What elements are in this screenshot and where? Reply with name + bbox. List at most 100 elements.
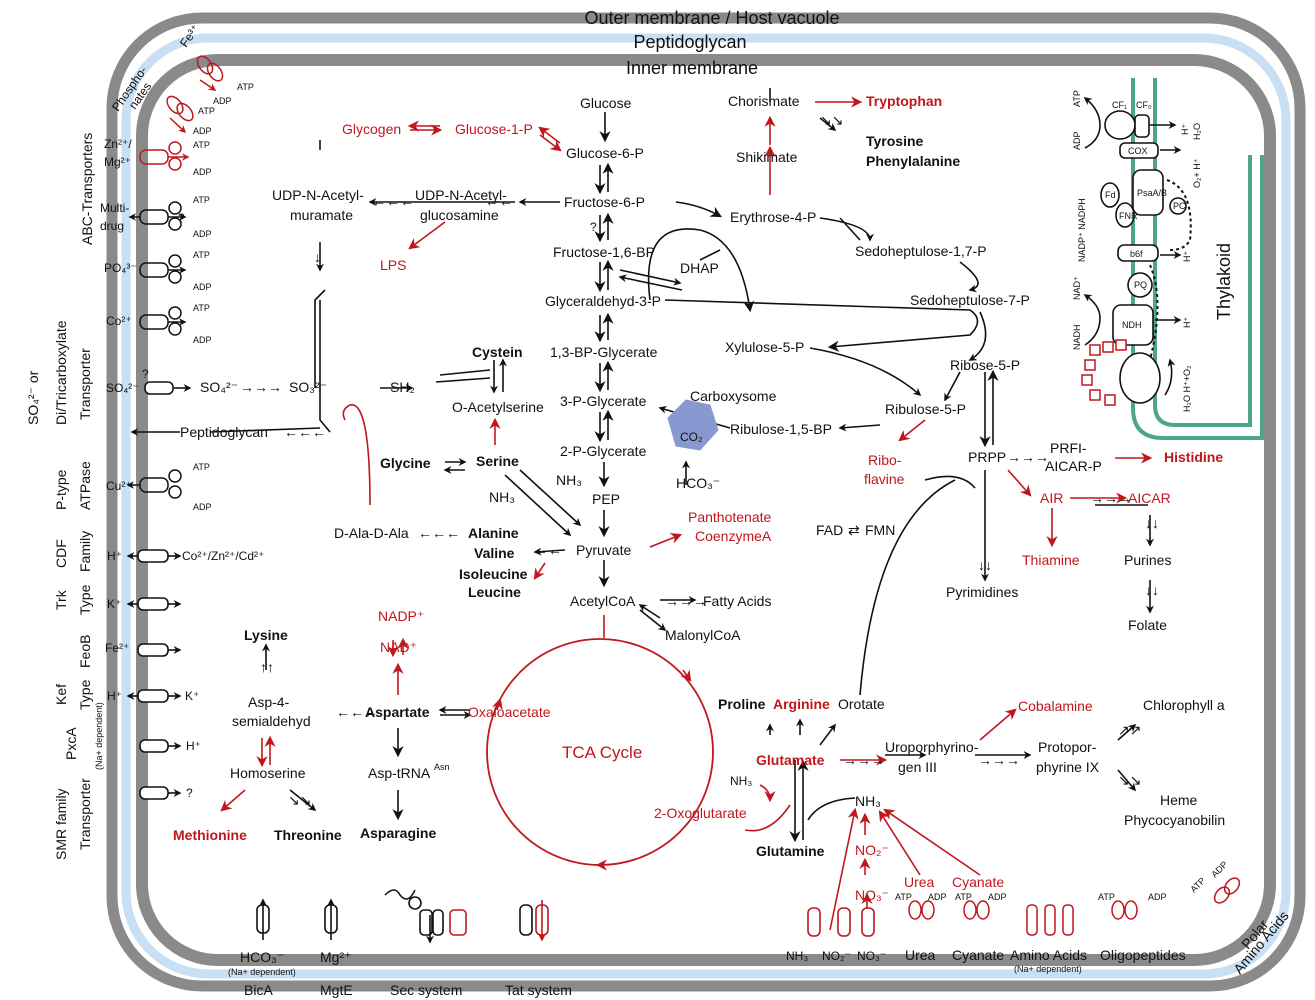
svg-text:Fructose-1,6-BP: Fructose-1,6-BP xyxy=(553,244,655,260)
svg-text:Lysine: Lysine xyxy=(244,627,288,643)
svg-text:H⁺: H⁺ xyxy=(186,739,201,753)
metabolite-labels: Glucose Glucose-6-P Fructose-6-P Fructos… xyxy=(173,93,1225,903)
svg-text:Glycogen: Glycogen xyxy=(342,121,401,137)
svg-text:CoenzymeA: CoenzymeA xyxy=(695,528,772,544)
svg-text:Alanine: Alanine xyxy=(468,525,519,541)
svg-text:Carboxysome: Carboxysome xyxy=(690,388,777,404)
svg-text:AcetylCoA: AcetylCoA xyxy=(570,593,636,609)
multi-step-glyphs: ←←← ←← ↓ →→→ ←←← ←←← ←← →→→ ↘↘ →→→ →→→ ↓… xyxy=(240,112,1159,808)
svg-text:Purines: Purines xyxy=(1124,552,1171,568)
svg-text:Ribulose-5-P: Ribulose-5-P xyxy=(885,401,966,417)
svg-text:UDP-N-Acetyl-: UDP-N-Acetyl- xyxy=(272,187,364,203)
svg-text:ATP: ATP xyxy=(955,892,972,902)
svg-text:Ribo-: Ribo- xyxy=(868,452,902,468)
svg-text:Sec system: Sec system xyxy=(390,982,462,998)
svg-text:HCO₃⁻: HCO₃⁻ xyxy=(676,475,720,491)
svg-text:Cu²⁺: Cu²⁺ xyxy=(106,479,132,493)
svg-text:Sedoheptulose-7-P: Sedoheptulose-7-P xyxy=(910,292,1030,308)
svg-text:AICAR-P: AICAR-P xyxy=(1045,458,1102,474)
svg-text:NH₃: NH₃ xyxy=(786,949,808,963)
thylakoid-membrane-inner xyxy=(1131,78,1264,440)
svg-text:PC: PC xyxy=(1173,201,1186,211)
svg-text:Heme: Heme xyxy=(1160,792,1198,808)
svg-text:ADP: ADP xyxy=(193,167,212,177)
svg-text:Co²⁺: Co²⁺ xyxy=(106,314,132,328)
svg-text:H₂O: H₂O xyxy=(1192,123,1202,140)
svg-text:drug: drug xyxy=(100,219,124,233)
svg-text:Thiamine: Thiamine xyxy=(1022,552,1080,568)
svg-text:Valine: Valine xyxy=(474,545,515,561)
svg-text:3-P-Glycerate: 3-P-Glycerate xyxy=(560,393,647,409)
svg-text:ATP: ATP xyxy=(198,106,215,116)
svg-text:Phycocyanobilin: Phycocyanobilin xyxy=(1124,812,1225,828)
svg-text:↘↘: ↘↘ xyxy=(1118,772,1141,788)
svg-text:UDP-N-Acetyl-: UDP-N-Acetyl- xyxy=(415,187,507,203)
svg-text:ADP: ADP xyxy=(1072,131,1082,150)
svg-text:PQ: PQ xyxy=(1134,280,1147,290)
svg-text:Serine: Serine xyxy=(476,453,519,469)
svg-text:FAD: FAD xyxy=(816,522,843,538)
trk-label: Trk xyxy=(53,589,69,610)
svg-text:ADP: ADP xyxy=(193,502,212,512)
svg-text:Erythrose-4-P: Erythrose-4-P xyxy=(730,209,816,225)
svg-text:Methionine: Methionine xyxy=(173,827,247,843)
svg-text:Tat system: Tat system xyxy=(505,982,572,998)
peptidoglycan-layer xyxy=(121,33,1291,979)
svg-text:H⁺: H⁺ xyxy=(1180,124,1190,135)
svg-text:DHAP: DHAP xyxy=(680,260,719,276)
svg-text:→→→: →→→ xyxy=(1007,449,1049,465)
svg-text:NAD⁺: NAD⁺ xyxy=(380,639,417,655)
svg-text:Asn: Asn xyxy=(434,762,450,772)
outer-membrane-label: Outer membrane / Host vacuole xyxy=(584,8,839,28)
svg-text:Threonine: Threonine xyxy=(274,827,342,843)
svg-text:semialdehyd: semialdehyd xyxy=(232,713,311,729)
carboxysome-hexagon xyxy=(667,399,719,451)
svg-text:↓↓: ↓↓ xyxy=(1145,582,1159,598)
svg-text:NO₃⁻: NO₃⁻ xyxy=(855,887,889,903)
svg-text:SO₄²⁻: SO₄²⁻ xyxy=(200,379,238,395)
svg-text:Cobalamine: Cobalamine xyxy=(1018,698,1093,714)
svg-text:Asparagine: Asparagine xyxy=(360,825,436,841)
svg-text:↘↘: ↘↘ xyxy=(288,792,311,808)
svg-text:NDH: NDH xyxy=(1122,320,1142,330)
svg-text:←←: ←← xyxy=(534,542,562,558)
svg-text:→→→: →→→ xyxy=(240,379,282,395)
peptidoglycan-label: Peptidoglycan xyxy=(633,32,746,52)
svg-text:ATP: ATP xyxy=(193,303,210,313)
svg-text:ADP: ADP xyxy=(193,126,212,136)
svg-text:Multi-: Multi- xyxy=(100,201,129,215)
svg-text:↓: ↓ xyxy=(314,249,321,265)
svg-text:⇄: ⇄ xyxy=(848,522,860,538)
svg-text:Folate: Folate xyxy=(1128,617,1167,633)
svg-text:→→→: →→→ xyxy=(843,752,885,768)
svg-text:gen III: gen III xyxy=(898,759,937,775)
svg-text:K⁺: K⁺ xyxy=(107,597,121,611)
smr-transporter-label: Transporter xyxy=(77,778,93,850)
svg-text:Chlorophyll a: Chlorophyll a xyxy=(1143,697,1225,713)
svg-text:Urea: Urea xyxy=(904,874,935,890)
svg-text:NO₃⁻: NO₃⁻ xyxy=(857,949,886,963)
svg-text:NADH: NADH xyxy=(1072,324,1082,350)
thylakoid-membrane-outer xyxy=(1153,78,1252,427)
svg-text:Fd: Fd xyxy=(1105,190,1116,200)
svg-text:TCA Cycle: TCA Cycle xyxy=(562,743,642,762)
svg-text:Proline: Proline xyxy=(718,696,766,712)
svg-text:HCO₃⁻: HCO₃⁻ xyxy=(240,949,284,965)
svg-text:?: ? xyxy=(142,367,149,381)
svg-text:Ribose-5-P: Ribose-5-P xyxy=(950,357,1020,373)
svg-text:Fructose-6-P: Fructose-6-P xyxy=(564,194,645,210)
svg-text:CF₀: CF₀ xyxy=(1136,100,1152,110)
svg-text:SH₂: SH₂ xyxy=(390,379,415,395)
svg-text:PRPP: PRPP xyxy=(968,449,1006,465)
svg-text:ATP: ATP xyxy=(193,462,210,472)
svg-text:Glucose-1-P: Glucose-1-P xyxy=(455,121,533,137)
svg-text:Cyanate: Cyanate xyxy=(952,947,1004,963)
svg-text:NADP⁺: NADP⁺ xyxy=(378,608,424,624)
svg-text:CO₂: CO₂ xyxy=(680,430,703,444)
svg-text:PRFI-: PRFI- xyxy=(1050,440,1087,456)
svg-text:PsaA/B: PsaA/B xyxy=(1137,188,1167,198)
svg-text:COX: COX xyxy=(1128,146,1148,156)
svg-text:b6f: b6f xyxy=(1130,249,1143,259)
svg-text:H⁺: H⁺ xyxy=(107,689,122,703)
